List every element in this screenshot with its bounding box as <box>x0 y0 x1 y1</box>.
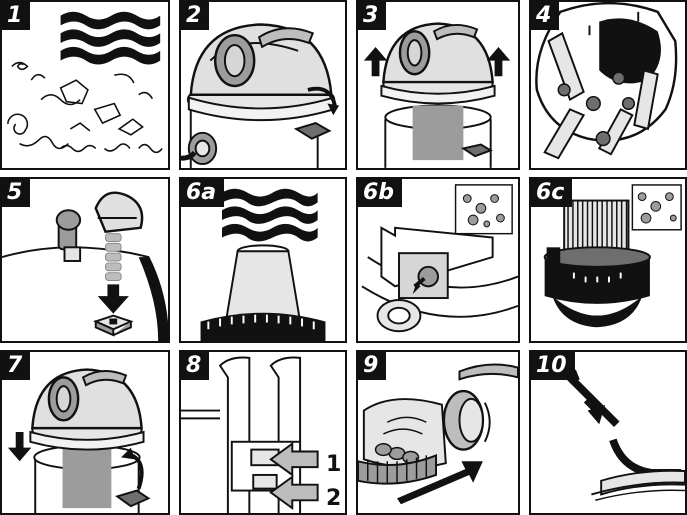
wet-waves-icon <box>222 189 318 242</box>
step-number: 2 <box>181 2 209 30</box>
down-arrow-icon <box>98 284 129 313</box>
step-number: 5 <box>2 179 30 207</box>
step-4-panel: 4 <box>529 0 687 170</box>
step-number: 6a <box>181 179 224 207</box>
step-number: 8 <box>181 352 209 380</box>
step-8-panel: 8 1 2 <box>179 350 347 515</box>
step-number: 4 <box>531 2 559 30</box>
step-number: 10 <box>531 352 575 380</box>
step-number: 6b <box>358 179 402 207</box>
step-1-panel: 1 <box>0 0 170 170</box>
step-number: 7 <box>2 352 30 380</box>
step-number: 6c <box>531 179 572 207</box>
step-number: 1 <box>2 2 30 30</box>
step-6c-panel: 6c <box>529 177 687 343</box>
step-2-panel: 2 <box>179 0 347 170</box>
callout-number-2: 2 <box>326 486 341 511</box>
callout-number-1: 1 <box>326 452 341 477</box>
step-number: 9 <box>358 352 386 380</box>
step-6a-panel: 6a <box>179 177 347 343</box>
step-5-panel: 5 <box>0 177 170 343</box>
step-7-panel: 7 <box>0 350 170 515</box>
wet-waves-icon <box>61 12 161 65</box>
step-9-panel: 9 <box>356 350 520 515</box>
hose-inlet-icon <box>181 133 216 164</box>
down-arrow-icon <box>8 432 31 461</box>
step-10-panel: 10 <box>529 350 687 515</box>
step-3-panel: 3 <box>356 0 520 170</box>
step-number: 3 <box>358 2 386 30</box>
step-6b-panel: 6b <box>356 177 520 343</box>
